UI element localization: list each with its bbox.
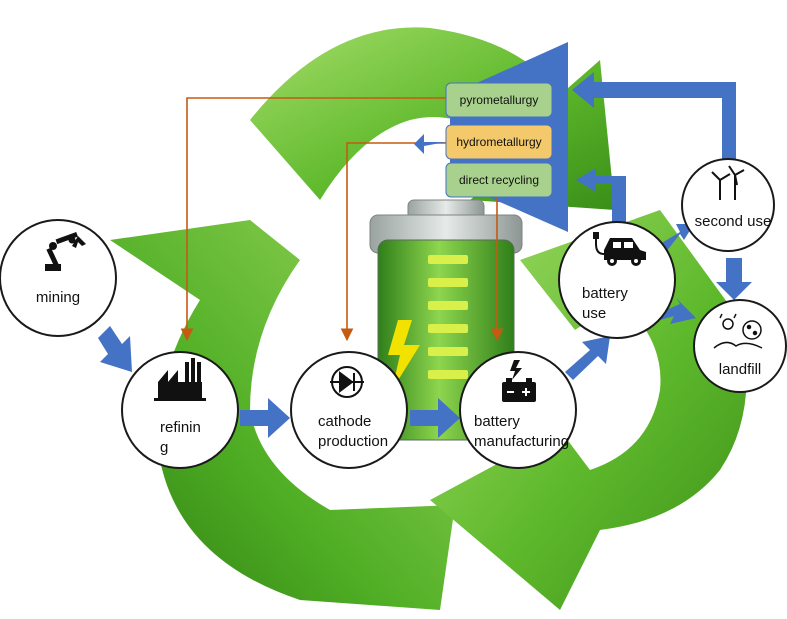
- mining-label: mining: [36, 289, 80, 306]
- landfill-icon: [713, 313, 763, 349]
- hydro-to-cathode-line: [340, 142, 446, 342]
- diode-icon: [330, 366, 364, 398]
- robot-arm-icon: [45, 231, 86, 271]
- use-to-second-use-arrow: [660, 224, 694, 252]
- stage-cathode-production: cathode production: [290, 351, 408, 469]
- material-return-lines: [180, 97, 504, 342]
- recycling-methods: pyrometallurgy hydrometallurgy direct re…: [414, 82, 553, 198]
- hydro-output-arrow: [414, 134, 446, 154]
- battery-use-label-line2: use: [582, 305, 606, 322]
- landfill-label: landfill: [719, 361, 762, 378]
- cathode-label-line1: cathode: [318, 413, 371, 430]
- pyrometallurgy-box: [445, 82, 553, 118]
- refining-label-line2: g: [160, 439, 168, 456]
- second-use-to-pyro-arrow: [572, 72, 736, 160]
- recycle-arm-left: [110, 220, 455, 610]
- battery-charge-icon: [502, 360, 536, 402]
- stage-mining: mining: [0, 219, 117, 337]
- direct-recycling-label: direct recycling: [459, 173, 539, 187]
- use-to-landfill-arrow: [660, 298, 696, 324]
- factory-icon: [154, 358, 206, 401]
- stage-landfill: landfill: [693, 299, 787, 393]
- refining-label-line1: refinin: [160, 419, 201, 436]
- wind-turbine-icon: [711, 165, 745, 200]
- second-use-to-landfill-arrow: [716, 258, 752, 300]
- stage-battery-use: battery use: [558, 221, 676, 339]
- stage-second-use: second use: [681, 158, 775, 252]
- hydrometallurgy-label: hydrometallurgy: [456, 135, 541, 149]
- stage-refining: refinin g: [121, 351, 239, 469]
- manufacturing-label-line1: battery: [474, 413, 520, 430]
- second-use-label: second use: [695, 213, 772, 230]
- manufacturing-to-use-arrow: [565, 336, 610, 380]
- cathode-label-line2: production: [318, 433, 388, 450]
- stage-battery-manufacturing: battery manufacturing: [459, 351, 577, 469]
- direct-recycling-box: [445, 162, 553, 198]
- use-to-direct-recycling-arrow: [576, 168, 626, 222]
- mining-to-refining-arrow: [98, 326, 132, 372]
- pyrometallurgy-label: pyrometallurgy: [460, 93, 539, 107]
- flow-arrows: [98, 72, 752, 438]
- manufacturing-label-line2: manufacturing: [474, 433, 569, 450]
- cathode-to-manufacturing-arrow: [410, 398, 460, 438]
- refining-to-cathode-arrow: [240, 398, 290, 438]
- pyro-to-refining-line: [180, 97, 446, 342]
- car-charging-icon: [593, 232, 646, 266]
- battery-use-label-line1: battery: [582, 285, 628, 302]
